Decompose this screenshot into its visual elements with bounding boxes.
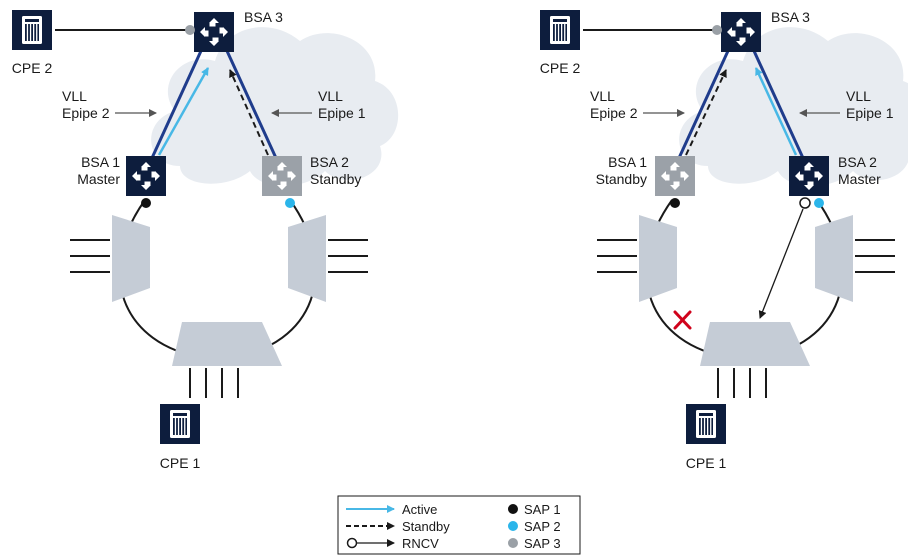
active-path [157, 67, 210, 156]
switch-trapezoid-icon [815, 215, 853, 302]
right-panel: BSA 3 CPE 2 CPE 1 BSA 1 Standby BSA 2 Ma… [540, 9, 908, 471]
switch-trapezoid-icon [700, 322, 810, 366]
legend-sap1-label: SAP 1 [524, 502, 561, 517]
vll-epipe2-label-2: Epipe 2 [590, 105, 638, 121]
switch-trapezoid-icon [639, 215, 677, 302]
vll-epipe1-pipe [747, 39, 805, 159]
cpe2-label: CPE 2 [12, 60, 53, 76]
cpe2-label: CPE 2 [540, 60, 581, 76]
switch-trapezoid-icon [112, 215, 150, 302]
vll-epipe1-label-1: VLL [846, 88, 871, 104]
bsa2-name-label: BSA 2 [310, 154, 349, 170]
legend-sap3-dot [508, 538, 518, 548]
legend-standby-label: Standby [402, 519, 450, 534]
standby-path [229, 69, 269, 156]
sap3-dot [712, 25, 722, 35]
rncv-arrow [758, 208, 804, 319]
legend-sap2-label: SAP 2 [524, 519, 561, 534]
legend-sap3-label: SAP 3 [524, 536, 561, 551]
fault-x-icon [673, 310, 692, 330]
bsa3-label: BSA 3 [771, 9, 810, 25]
cpe1-label: CPE 1 [686, 455, 727, 471]
cpe-server-icon [696, 410, 716, 438]
vll-epipe1-pipe [220, 39, 278, 159]
legend-active-label: Active [402, 502, 437, 517]
bsa1-name-label: BSA 1 [81, 154, 120, 170]
legend-rncv-label: RNCV [402, 536, 439, 551]
bsa2-role-label: Master [838, 171, 881, 187]
vll-epipe2-label-2: Epipe 2 [62, 105, 110, 121]
left-panel: BSA 3 CPE 2 CPE 1 BSA 1 Master BSA 2 Sta… [12, 9, 399, 471]
vll-epipe1-label-1: VLL [318, 88, 343, 104]
bsa1-role-label: Master [77, 171, 120, 187]
vll-epipe1-label-2: Epipe 1 [846, 105, 894, 121]
bsa1-role-label: Standby [596, 171, 647, 187]
vll-epipe2-label-1: VLL [590, 88, 615, 104]
vll-epipe1-label-2: Epipe 1 [318, 105, 366, 121]
switch-trapezoid-icon [288, 215, 326, 302]
vll-epipe2-label-1: VLL [62, 88, 87, 104]
legend-sap1-dot [508, 504, 518, 514]
vll-epipe2-pipe [677, 39, 735, 159]
sap3-dot [185, 25, 195, 35]
bsa2-role-label: Standby [310, 171, 361, 187]
cpe-server-icon [550, 16, 570, 44]
cpe-server-icon [170, 410, 190, 438]
sap2-dot [814, 198, 824, 208]
cpe-server-icon [22, 16, 42, 44]
standby-path [685, 69, 727, 156]
active-path [754, 67, 798, 156]
bsa1-name-label: BSA 1 [608, 154, 647, 170]
rncv-dot [799, 197, 811, 209]
bsa3-label: BSA 3 [244, 9, 283, 25]
switch-trapezoid-icon [172, 322, 282, 366]
vll-epipe2-pipe [150, 39, 208, 159]
bsa2-name-label: BSA 2 [838, 154, 877, 170]
legend-rncv-dot [346, 537, 358, 549]
cpe1-label: CPE 1 [160, 455, 201, 471]
legend: Active Standby RNCV SAP 1 SAP 2 SAP 3 [337, 495, 581, 555]
sap2-dot [285, 198, 295, 208]
sap1-dot [670, 198, 680, 208]
sap1-dot [141, 198, 151, 208]
legend-sap2-dot [508, 521, 518, 531]
